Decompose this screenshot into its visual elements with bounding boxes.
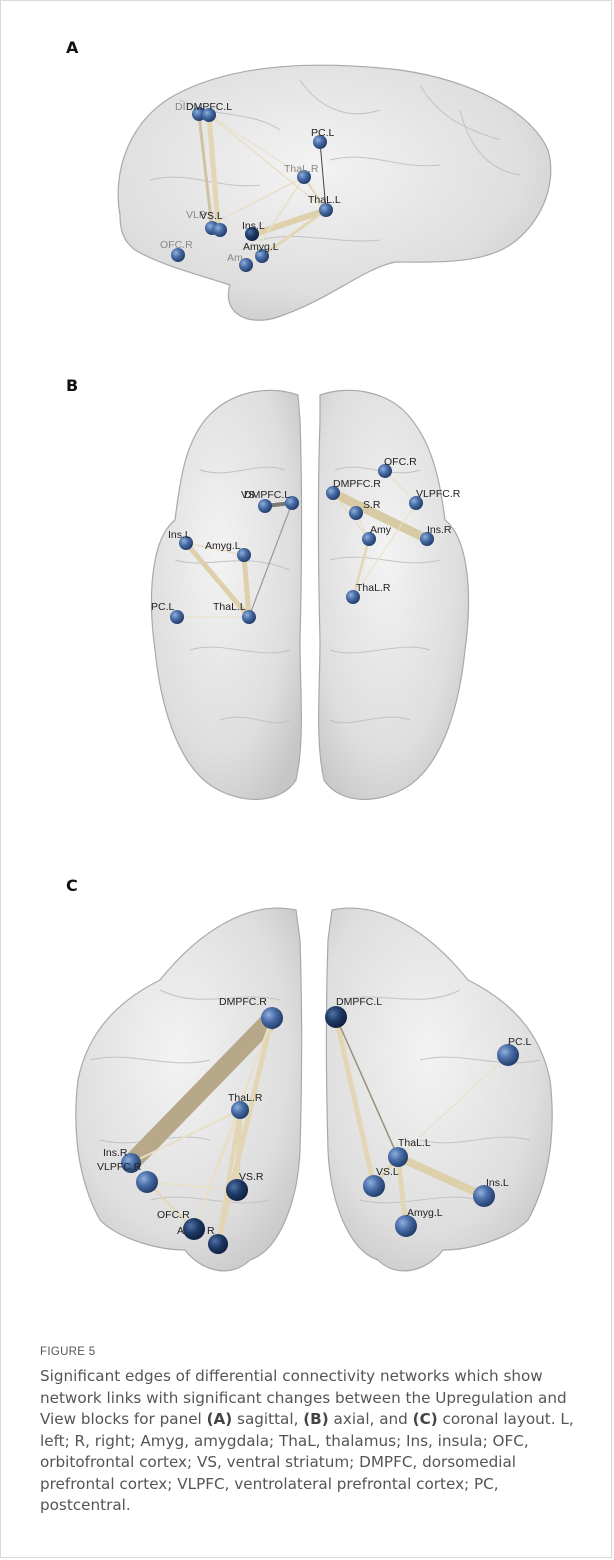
caption-text-2: sagittal, (232, 1410, 303, 1428)
figure-caption: FIGURE 5 Significant edges of differenti… (40, 1346, 590, 1517)
caption-ref-b: (B) (303, 1410, 328, 1428)
node-c-dmpfc-r (261, 1007, 283, 1029)
label-c-amyg-l: Amyg.L (407, 1207, 443, 1219)
brain-outline (76, 908, 552, 1271)
label-c-dmpfc-l: DMPFC.L (336, 996, 382, 1008)
node-c-thal-l (388, 1147, 408, 1167)
caption-text-3: axial, and (329, 1410, 413, 1428)
label-c-vlpfc-r: VLPFC.R (97, 1161, 142, 1173)
node-c-dmpfc-l (325, 1006, 347, 1028)
caption-ref-c: (C) (413, 1410, 438, 1428)
figure-label: FIGURE 5 (40, 1346, 590, 1358)
caption-text: Significant edges of differential connec… (40, 1366, 590, 1517)
node-c-ofc-r (183, 1218, 205, 1240)
node-c-vlpfc-r (136, 1171, 158, 1193)
label-c-pc-l: PC.L (508, 1036, 532, 1048)
label-c-vs-r: VS.R (239, 1171, 264, 1183)
label-c-thal-r: ThaL.R (228, 1092, 263, 1104)
node-c-amyg-r (208, 1234, 228, 1254)
label-c-ins-r: Ins.R (103, 1147, 128, 1159)
label-c-r-r: R (207, 1225, 215, 1237)
label-c-ins-l: Ins.L (486, 1177, 509, 1189)
panel-c-coronal-brain: DMPFC.R ThaL.R Ins.R VLPFC.R VS.R OFC.R … (0, 0, 614, 1320)
caption-ref-a: (A) (207, 1410, 233, 1428)
label-c-vs-l: VS.L (376, 1166, 399, 1178)
label-c-thal-l: ThaL.L (398, 1137, 431, 1149)
label-c-dmpfc-r: DMPFC.R (219, 996, 267, 1008)
label-c-ofc-r: OFC.R (157, 1209, 190, 1221)
node-c-vs-l (363, 1175, 385, 1197)
label-c-am-r: A (177, 1225, 184, 1237)
